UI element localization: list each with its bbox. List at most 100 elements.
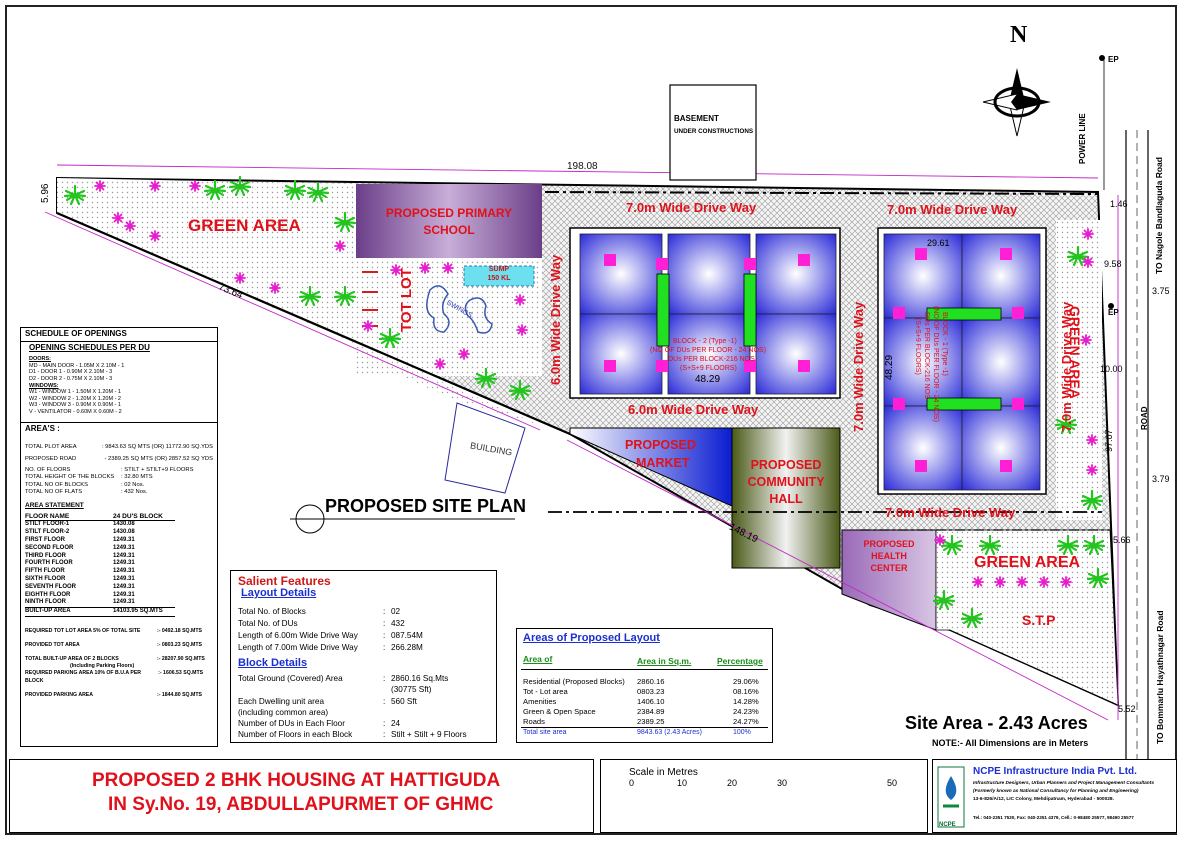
sump-label-2: 150 KL: [487, 275, 511, 282]
req-value: :- 1844.80 SQ.MTS: [157, 691, 202, 698]
block2-label-2: (NO OF DUs PER FLOOR - 24 NOS): [650, 347, 766, 354]
door-row: D2 - DOOR 2 - 0.75M X 2.10M - 3: [29, 375, 113, 382]
block-value: (30775 Sft): [391, 685, 432, 694]
drawing-frame: [5, 5, 1177, 835]
total-pct: 100%: [733, 729, 751, 736]
window-row: V - VENTILATOR - 0.60M X 0.60M - 2: [29, 408, 122, 415]
school-label-2: SCHOOL: [423, 223, 475, 237]
layout-head: Layout Details: [241, 587, 317, 599]
row-sqm: 1406.10: [637, 697, 665, 706]
req-label: PROVIDED TOT AREA: [25, 642, 80, 649]
site-area-label: Site Area - 2.43 Acres: [905, 713, 1088, 733]
floor-area: 1249.31: [113, 544, 135, 551]
block-label: Each Dwelling unit area: [238, 697, 325, 706]
block2-label-1: BLOCK - 2 (Type -1): [673, 338, 737, 345]
doors-head: DOORS:: [29, 356, 51, 363]
row-area: Tot - Lot area: [523, 687, 568, 696]
ncpe-logo-icon: [937, 766, 965, 828]
layout-value: 02: [391, 607, 401, 616]
floor-col-head: FLOOR NAME: [25, 512, 70, 520]
floor-area: 1249.31: [113, 536, 135, 543]
colon: :: [383, 607, 386, 616]
layout-value: 266.28M: [391, 643, 423, 652]
colon: :: [383, 730, 386, 739]
health-label-1: PROPOSED: [863, 539, 915, 549]
dim-right-7: 5.66: [1113, 535, 1131, 545]
green-area-right-label: GREEN AREA: [974, 554, 1081, 571]
block1-label-2: (NO OF DUs PER FLOOR - 24 NOS): [932, 306, 939, 422]
floor-info-label: TOTAL NO OF FLATS: [25, 488, 83, 495]
block2-label-4: (S+S+9 FLOORS): [680, 365, 737, 372]
block-value: 560 Sft: [391, 697, 417, 706]
colon: :: [383, 719, 386, 728]
market-label-1: PROPOSED: [625, 438, 696, 452]
dim-right-8: 5.52: [1118, 704, 1136, 714]
scale-box: Scale in Metres 0 10 20 30 50: [600, 759, 928, 833]
floor-name: NINTH FLOOR: [25, 599, 66, 606]
floor-area: 1249.31: [113, 560, 135, 567]
scale-tick-50: 50: [887, 778, 898, 788]
drive-bottom-label: 7.0m Wide Drive Way: [885, 505, 1016, 520]
community-label-3: HALL: [769, 492, 803, 506]
floor-area: 1430.08: [113, 529, 135, 536]
block-label: Number of Floors in each Block: [238, 730, 353, 739]
project-title-line2: IN Sy.No. 19, ABDULLAPURMET OF GHMC: [108, 794, 494, 815]
schedule-title: SCHEDULE OF OPENINGS: [21, 328, 217, 342]
block-label: Number of DUs in Each Floor: [238, 719, 345, 728]
areas-layout-box: Areas of Proposed Layout Area of Area in…: [516, 628, 773, 743]
power-line-label: POWER LINE: [1078, 113, 1087, 164]
tot-lot-label: TOT LOT: [398, 268, 415, 332]
floor-name: FOURTH FLOOR: [25, 560, 73, 567]
block-value: 24: [391, 719, 401, 728]
community-label-2: COMMUNITY: [747, 475, 825, 489]
row-sqm: 2384.89: [637, 707, 665, 716]
req-value: :- 0492.18 SQ.MTS: [157, 627, 202, 634]
req-label: REQUIRED TOT LOT AREA 5% OF TOTAL SITE: [25, 627, 141, 634]
drive-top-right-label: 7.0m Wide Drive Way: [887, 202, 1018, 217]
salient-features-box: Salient Features Layout Details Total No…: [230, 570, 497, 743]
block-value: Stilt + Stilt + 9 Floors: [391, 730, 467, 739]
row-pct: 08.16%: [733, 687, 759, 696]
sump-label-1: SUMP: [488, 266, 510, 273]
floor-name: SIXTH FLOOR: [25, 575, 66, 582]
dim-right-6: 3.79: [1152, 474, 1170, 484]
north-label: N: [1010, 22, 1028, 48]
block1-label-4: (S+S+9 FLOORS): [914, 318, 921, 375]
project-title-line1: PROPOSED 2 BHK HOUSING AT HATTIGUDA: [92, 770, 501, 791]
floor-area: 1430.08: [113, 521, 135, 528]
layout-label: Length of 6.00m Wide Drive Way: [238, 631, 358, 640]
market-label-2: MARKET: [636, 456, 690, 470]
green-area-right: [935, 529, 1119, 706]
row-area: Roads: [523, 717, 545, 726]
row-pct: 24.27%: [733, 717, 759, 726]
block-label: (including common area): [238, 708, 329, 717]
row-sqm: 2860.16: [637, 677, 665, 686]
dim-block-h2: 48.29: [884, 354, 895, 380]
school-label-1: PROPOSED PRIMARY: [385, 206, 513, 220]
floor-area: 1249.31: [113, 599, 135, 606]
north-arrow-icon: [982, 68, 1051, 137]
dim-right-3: 3.75: [1152, 286, 1170, 296]
colon: :: [383, 674, 386, 683]
row-area: Amenities: [523, 697, 557, 706]
door-row: D1 - DOOR 1 - 0.90M X 2.10M - 3: [29, 369, 113, 376]
builtup-value: 14103.95 SQ.MTS: [113, 608, 163, 615]
layout-value: 087.54M: [391, 631, 423, 640]
floor-info-label: NO. OF FLOORS: [25, 467, 71, 474]
building-outline: [444, 402, 526, 494]
dimension-note: NOTE:- All Dimensions are in Meters: [932, 738, 1089, 748]
scale-tick-20: 20: [727, 778, 738, 788]
health-label-2: HEALTH: [871, 551, 907, 561]
floor-info-value: : 02 Nos.: [121, 481, 145, 488]
company-line3: 13-6-826/A/12, LIC Colony, Mehdipatnam, …: [973, 797, 1114, 802]
scale-label: Scale in Metres: [629, 767, 698, 778]
layout-value: 432: [391, 619, 405, 628]
schedule-subtitle: OPENING SCHEDULES PER DU: [29, 342, 150, 352]
req-value: :- 28207.90 SQ.MTS: [157, 656, 205, 663]
window-row: W1 - WINDOW 1 - 1.50M X 1.20M - 1: [29, 389, 121, 396]
floor-area: 1249.31: [113, 575, 135, 582]
layout-label: Total No. of Blocks: [238, 607, 306, 616]
salient-title: Salient Features: [238, 574, 331, 588]
road-mid-label: ROAD: [1140, 406, 1149, 430]
title-box: PROPOSED 2 BHK HOUSING AT HATTIGUDA IN S…: [9, 759, 594, 833]
